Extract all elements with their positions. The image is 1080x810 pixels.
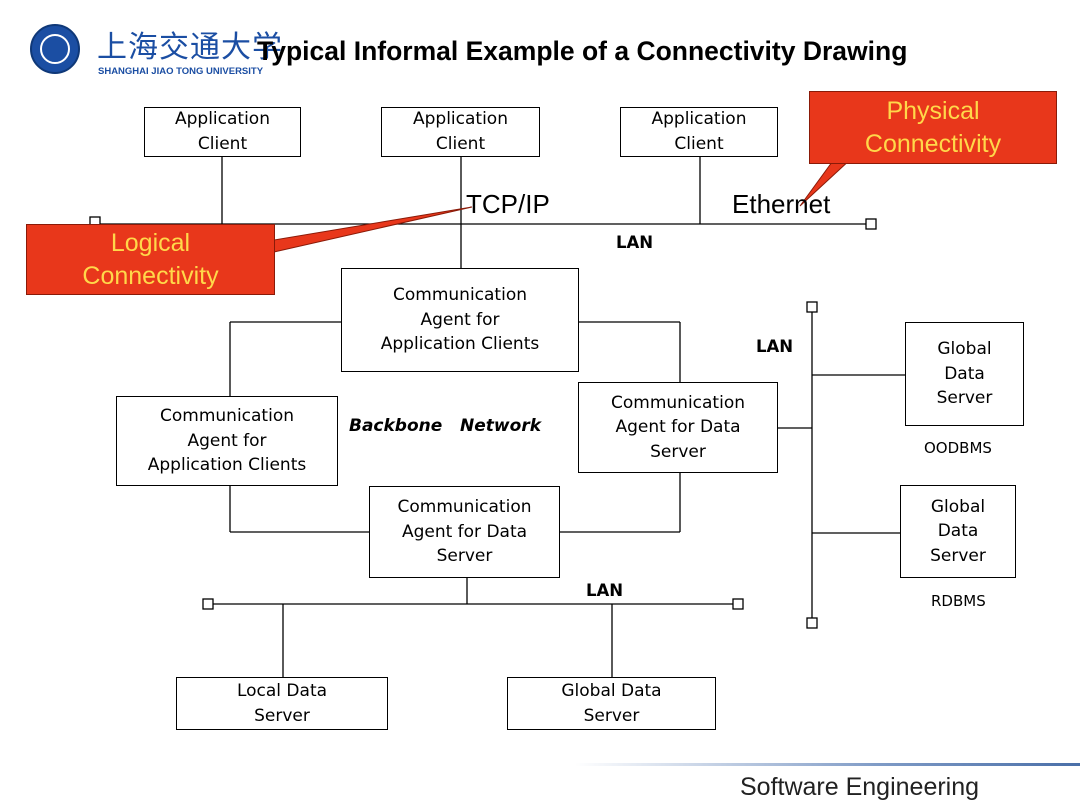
- physical-connectivity-callout: Physical Connectivity: [809, 91, 1057, 164]
- top-lan-terminator-right: [865, 218, 877, 230]
- ethernet-label: Ethernet: [732, 189, 831, 219]
- footer-divider: [575, 763, 1080, 766]
- rdbms-label: RDBMS: [931, 592, 986, 610]
- right-lan-label: LAN: [756, 337, 794, 356]
- logical-connectivity-callout: Logical Connectivity: [26, 224, 275, 295]
- slide-title: Typical Informal Example of a Connectivi…: [257, 36, 908, 66]
- global-data-server-rdbms: Global Data Server: [900, 485, 1016, 578]
- bottom-lan-label: LAN: [586, 581, 624, 600]
- bottom-lan-terminator-left: [202, 598, 214, 610]
- logical-callout-pointer: [273, 206, 473, 253]
- application-client-box: Application Client: [381, 107, 540, 157]
- global-data-server-oodbms: Global Data Server: [905, 322, 1024, 426]
- global-data-server-bottom: Global Data Server: [507, 677, 716, 730]
- communication-agent-data-server-right: Communication Agent for Data Server: [578, 382, 778, 473]
- communication-agent-app-clients-top: Communication Agent for Application Clie…: [341, 268, 579, 372]
- oodbms-label: OODBMS: [924, 439, 992, 457]
- communication-agent-data-server-bottom: Communication Agent for Data Server: [369, 486, 560, 578]
- footer-course-name: Software Engineering: [740, 773, 980, 801]
- university-name-en: SHANGHAI JIAO TONG UNIVERSITY: [98, 66, 264, 77]
- tcpip-label: TCP/IP: [466, 189, 550, 219]
- top-lan-label: LAN: [616, 233, 654, 252]
- right-lan-terminator-bottom: [806, 617, 818, 629]
- communication-agent-app-clients-left: Communication Agent for Application Clie…: [116, 396, 338, 486]
- bottom-lan-terminator-right: [732, 598, 744, 610]
- university-seal-logo: [30, 24, 80, 74]
- local-data-server: Local Data Server: [176, 677, 388, 730]
- backbone-network-label: Backbone Network: [349, 416, 542, 436]
- application-client-box: Application Client: [144, 107, 301, 157]
- application-client-box: Application Client: [620, 107, 778, 157]
- university-name-cn: 上海交通大学: [97, 30, 283, 65]
- right-lan-terminator-top: [806, 301, 818, 313]
